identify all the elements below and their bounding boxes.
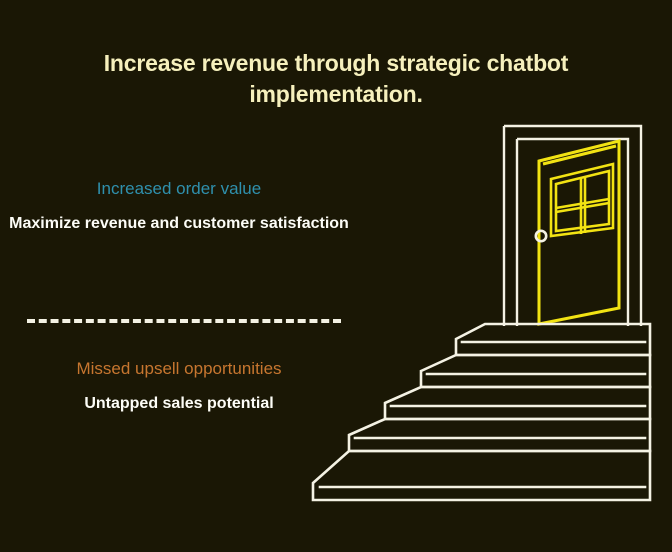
block-heading-missed-upsell-opportunities: Missed upsell opportunities bbox=[76, 359, 282, 378]
dashed-divider bbox=[27, 319, 341, 323]
door-window-icon bbox=[549, 162, 615, 238]
text-block-increased-order-value: Increased order value Maximize revenue a… bbox=[0, 178, 358, 236]
stair-step-2 bbox=[347, 417, 652, 453]
stair-step-1 bbox=[311, 449, 652, 502]
block-body-missed-upsell-opportunities: Untapped sales potential bbox=[84, 395, 274, 413]
block-body-increased-order-value: Maximize revenue and customer satisfacti… bbox=[9, 215, 349, 233]
block-heading-increased-order-value: Increased order value bbox=[96, 179, 262, 198]
page-title: Increase revenue through strategic chatb… bbox=[103, 50, 569, 107]
stair-step-3 bbox=[383, 385, 652, 421]
stair-step-5 bbox=[454, 322, 652, 357]
door-slab-icon bbox=[537, 139, 621, 326]
door-knob-icon bbox=[534, 229, 548, 243]
door-frame-icon bbox=[502, 124, 643, 326]
stair-step-4 bbox=[419, 353, 652, 389]
text-block-missed-upsell-opportunities: Missed upsell opportunities Untapped sal… bbox=[0, 358, 358, 416]
staircase-icon bbox=[311, 322, 652, 502]
